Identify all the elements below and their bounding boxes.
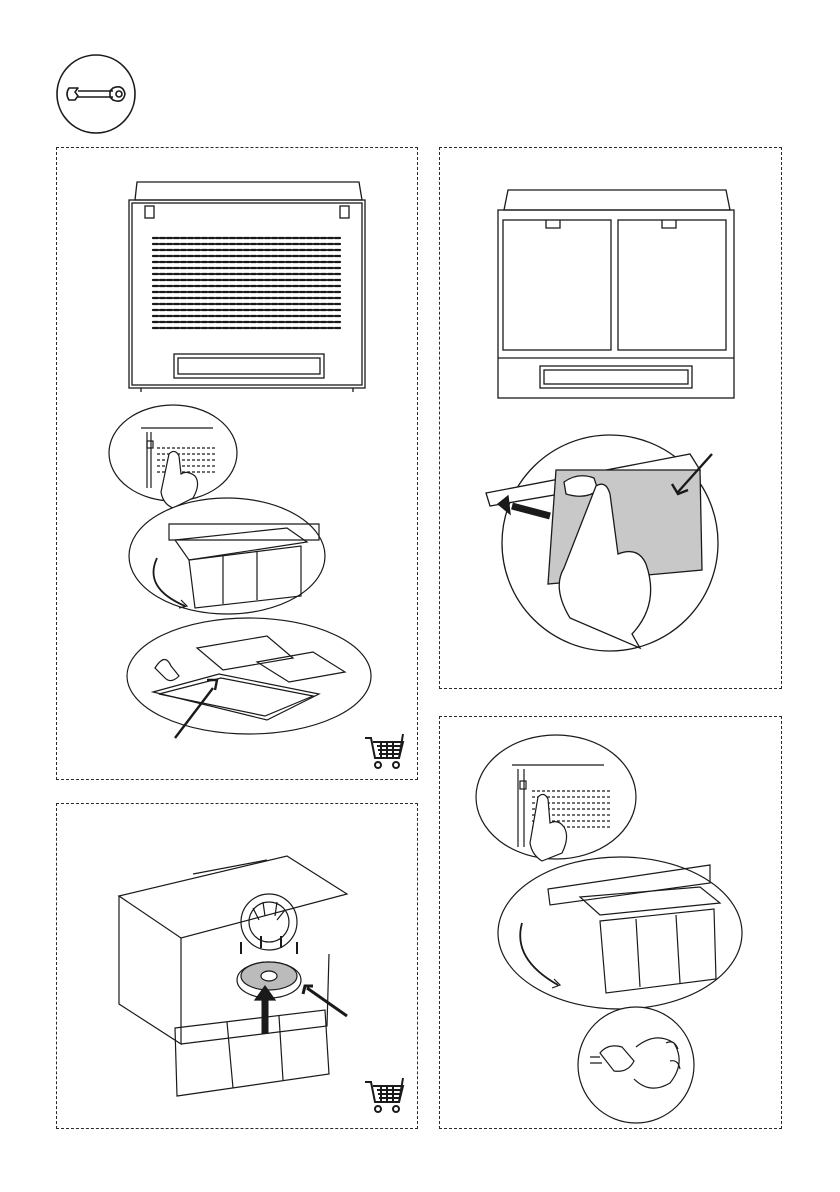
wrench-icon — [55, 53, 137, 135]
panel-grease-filter-removal — [56, 147, 418, 780]
filter-swing-open — [129, 498, 325, 614]
cart-icon — [363, 730, 409, 770]
press-release-zoom — [476, 735, 636, 861]
panel-lamp-replacement — [439, 716, 782, 1129]
carbon-filter-twist — [119, 856, 347, 1096]
bulb-replace — [578, 1007, 694, 1123]
press-release-zoom — [109, 405, 237, 508]
cart-icon — [363, 1074, 409, 1114]
filter-swing-open — [498, 857, 742, 1009]
hood-vent-grille — [153, 238, 341, 328]
panel-carbon-filter-fitting — [56, 803, 418, 1129]
finger-slide-latch — [486, 435, 718, 651]
hood-double-filter-view — [498, 190, 734, 398]
panel-filter-latch-release — [439, 147, 782, 689]
filter-wash — [127, 618, 371, 738]
